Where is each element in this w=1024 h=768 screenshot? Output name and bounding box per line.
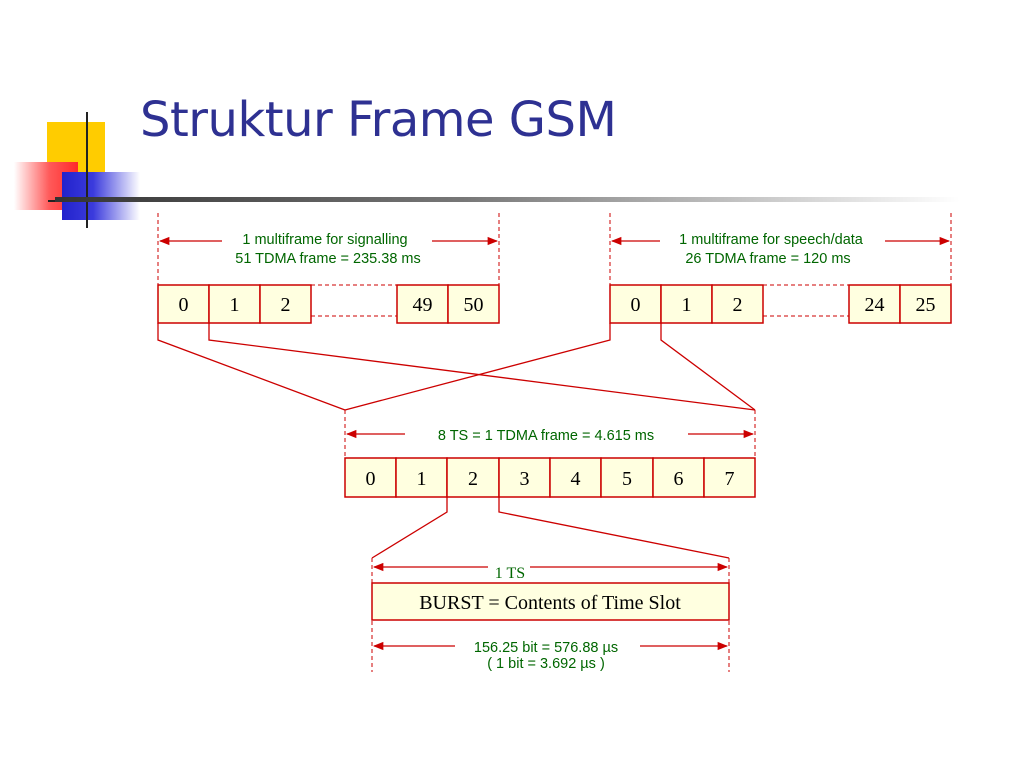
decor-vertical-line [86,112,88,228]
connector-line [344,323,611,411]
frame-cell [660,284,713,324]
slot-label: 5 [622,468,632,490]
cell-label: 2 [281,294,291,316]
speech-label-1: 1 multiframe for speech/data [679,232,864,248]
time-slot-cell [703,457,756,498]
cell-label: 1 [230,294,240,316]
frame-cell [208,284,261,324]
frame-cell [899,284,952,324]
frame-cell [848,284,901,324]
time-slot-cell [344,457,397,498]
signalling-label-1: 1 multiframe for signalling [242,232,407,248]
bits-label-1: 156.25 bit = 576.88 µs [474,640,618,656]
slot-label: 6 [674,468,684,490]
connector-lines-lower [371,497,730,559]
time-slot-cell [549,457,602,498]
connector-line [660,323,756,411]
connector-line [208,323,756,411]
slide-title: Struktur Frame GSM [140,92,617,148]
decor-blue-square [62,172,140,220]
connector-line [157,323,346,411]
tdma-frame-label: 8 TS = 1 TDMA frame = 4.615 ms [438,428,654,444]
time-slot-cell [498,457,551,498]
cell-label: 0 [631,294,641,316]
connector-lines-upper [157,323,756,411]
frame-cell [259,284,312,324]
slot-label: 3 [520,468,530,490]
speech-multiframe: 1 multiframe for speech/data 26 TDMA fra… [609,213,952,324]
slot-label: 2 [468,468,478,490]
slot-label: 4 [571,468,581,490]
cell-label: 24 [865,294,885,316]
burst-label: BURST = Contents of Time Slot [419,592,681,614]
frame-cell [447,284,500,324]
signalling-label-2: 51 TDMA frame = 235.38 ms [235,251,421,267]
time-slot-cell [446,457,500,498]
burst-box [371,582,730,621]
tdma-frame: 8 TS = 1 TDMA frame = 4.615 ms 0 1 2 3 4… [344,410,756,498]
cell-label: 2 [733,294,743,316]
cell-label: 49 [413,294,433,316]
cell-label: 1 [682,294,692,316]
connector-line [371,497,448,559]
frame-cell [157,284,210,324]
speech-label-2: 26 TDMA frame = 120 ms [685,251,850,267]
cell-label: 0 [179,294,189,316]
slot-label: 0 [366,468,376,490]
cell-label: 25 [916,294,936,316]
title-underline-rule [55,197,960,202]
frame-cell [711,284,764,324]
connector-line [498,497,730,559]
one-ts-label: 1 TS [495,565,525,582]
bits-label-2: ( 1 bit = 3.692 µs ) [487,656,605,672]
time-slot-cell [395,457,448,498]
time-slot-cell [652,457,705,498]
signalling-multiframe: 1 multiframe for signalling 51 TDMA fram… [157,213,500,324]
cell-label: 50 [464,294,484,316]
slot-label: 1 [417,468,427,490]
time-slot-detail: 1 TS BURST = Contents of Time Slot 156.2… [371,558,730,672]
slot-label: 7 [725,468,735,490]
